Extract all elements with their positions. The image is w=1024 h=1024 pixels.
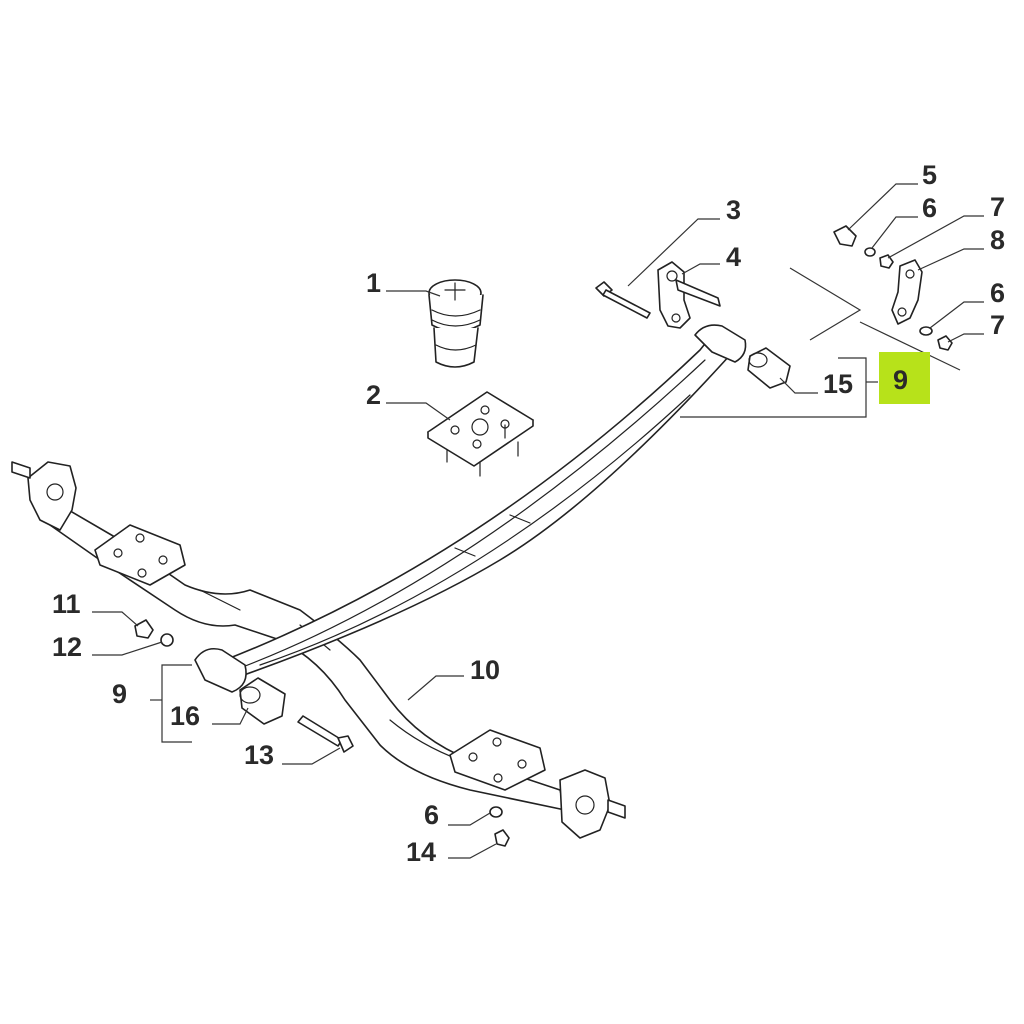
callout-7-right: 7 bbox=[990, 310, 1005, 340]
washer-12[interactable] bbox=[160, 633, 174, 647]
callout-9-highlight: 9 bbox=[893, 365, 908, 395]
callout-7-top: 7 bbox=[990, 192, 1005, 222]
callout-16: 16 bbox=[170, 701, 200, 731]
callout-6-top: 6 bbox=[922, 193, 937, 223]
leader-lines bbox=[92, 183, 984, 859]
callout-10: 10 bbox=[470, 655, 500, 685]
washer-right[interactable] bbox=[919, 326, 933, 336]
callout-14: 14 bbox=[406, 837, 436, 867]
callout-2: 2 bbox=[366, 380, 381, 410]
highlight-box bbox=[879, 352, 930, 404]
bushing-11[interactable] bbox=[134, 619, 154, 639]
bump-stop[interactable] bbox=[428, 279, 484, 368]
shackle-bolt[interactable] bbox=[595, 281, 651, 319]
callout-3: 3 bbox=[726, 195, 741, 225]
spring-plate[interactable] bbox=[427, 391, 534, 477]
bushing-small[interactable] bbox=[833, 225, 857, 247]
washer-bottom[interactable] bbox=[489, 806, 503, 818]
nut-right[interactable] bbox=[937, 335, 953, 351]
axle-beam[interactable] bbox=[11, 461, 626, 839]
leaf-spring[interactable] bbox=[194, 324, 747, 693]
shackle[interactable] bbox=[657, 261, 721, 329]
callout-6-right: 6 bbox=[990, 278, 1005, 308]
callout-13: 13 bbox=[244, 740, 274, 770]
callout-11: 11 bbox=[52, 589, 81, 619]
callout-6-bottom: 6 bbox=[424, 800, 439, 830]
rear-bush[interactable] bbox=[239, 677, 286, 725]
nut-top[interactable] bbox=[879, 254, 894, 269]
front-bush[interactable] bbox=[747, 347, 791, 389]
callout-4: 4 bbox=[726, 242, 741, 272]
callout-15: 15 bbox=[823, 369, 853, 399]
callout-1: 1 bbox=[366, 268, 381, 298]
washer-top[interactable] bbox=[864, 247, 876, 257]
bracket[interactable] bbox=[891, 259, 923, 325]
callout-9-left: 9 bbox=[112, 679, 127, 709]
callout-5: 5 bbox=[922, 160, 937, 190]
callout-8: 8 bbox=[990, 225, 1005, 255]
nut-14[interactable] bbox=[494, 829, 510, 847]
callout-12: 12 bbox=[52, 632, 82, 662]
bolt-13[interactable] bbox=[297, 715, 354, 753]
